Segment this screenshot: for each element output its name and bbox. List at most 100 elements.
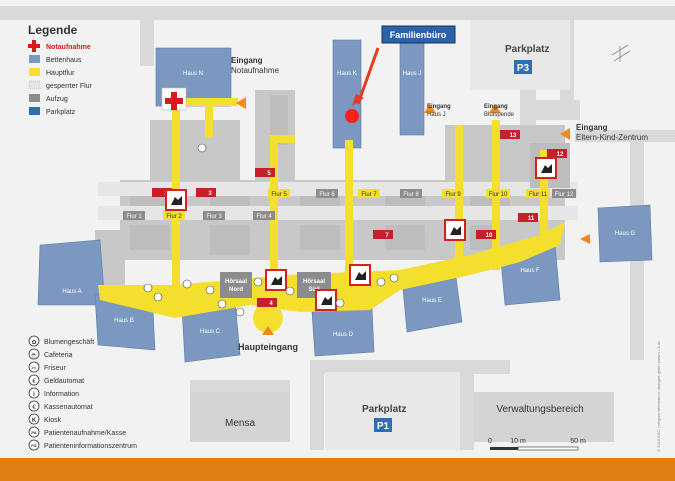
legend-gesperrt: gesperrter Flur [28, 80, 93, 90]
parking-badge-p3[interactable] [514, 60, 532, 74]
elevator-12[interactable]: 12 [547, 149, 567, 158]
scale-zero: 0 [488, 438, 492, 445]
info-icon [28, 387, 40, 399]
floor-12[interactable]: Flur 12 [552, 189, 576, 198]
entrance-arrow-g [580, 234, 590, 244]
elevator-3[interactable]: 3 [196, 188, 216, 197]
family-marker-2[interactable] [265, 269, 287, 291]
svg-text:Flur 6: Flur 6 [319, 192, 335, 198]
symbol-cafeteria: ☕ Cafeteria [28, 348, 73, 360]
elevator-badges: 2 3 4 5 7 10 11 12 13 [152, 130, 567, 307]
legend-title: Legende [28, 23, 78, 37]
admission-icon [28, 426, 40, 438]
label-house-n: Haus N [183, 71, 203, 77]
house-labels: Haus N Haus K Haus J Haus A Haus B Haus … [62, 71, 635, 338]
cash-machine-icon [28, 400, 40, 412]
hall-nord-line2: Nord [229, 287, 243, 293]
entrance-hausj-sub: Haus J [427, 112, 446, 118]
footer-bar [0, 458, 675, 481]
parking-area-p3 [470, 20, 570, 90]
scale-bar: 0 10 m 50 m [488, 438, 586, 451]
red-cross-icon [165, 92, 183, 110]
svg-text:Flur 4: Flur 4 [256, 214, 272, 220]
elevator-13[interactable]: 13 [500, 130, 520, 139]
main-entrance-hub [253, 303, 283, 333]
svg-text:Flur 2: Flur 2 [166, 214, 182, 220]
hall-sued-line2: Süd [308, 287, 320, 293]
familienbuero-marker[interactable] [345, 109, 359, 123]
floor-8[interactable]: Flur 8 [400, 189, 422, 198]
elevator-4[interactable]: 4 [257, 298, 277, 307]
elevator-11[interactable]: 11 [518, 213, 538, 222]
legend-aufzug: Aufzug [29, 94, 68, 103]
entrance-notaufnahme-title: Eingang [231, 56, 263, 65]
svg-text:Friseur: Friseur [44, 365, 66, 372]
place-mensa: Mensa [225, 418, 255, 429]
label-house-a: Haus A [62, 289, 81, 295]
entrance-markers [236, 97, 590, 335]
legend-parkplatz: Parkplatz [29, 107, 76, 116]
floor-10[interactable]: Flur 10 [486, 189, 510, 198]
entrance-notaufnahme-sub: Notaufnahme [231, 66, 280, 75]
floor-7[interactable]: Flur 7 [358, 189, 380, 198]
svg-text:Aufzug: Aufzug [46, 96, 68, 103]
family-marker-5[interactable] [444, 219, 466, 241]
svg-text:Flur 11: Flur 11 [529, 192, 548, 198]
familienbuero-callout[interactable] [381, 25, 456, 44]
svg-text:✂: ✂ [31, 366, 36, 372]
floor-labels: Flur 1 Flur 2 Flur 3 Flur 4 Flur 5 Flur … [123, 189, 576, 220]
label-house-g: Haus G [615, 231, 636, 237]
svg-text:3: 3 [208, 191, 212, 197]
svg-text:€: € [32, 405, 36, 411]
family-marker-1[interactable] [165, 189, 187, 211]
parking-badge-p1[interactable] [374, 418, 392, 432]
family-marker-3[interactable] [349, 264, 371, 286]
floor-9[interactable]: Flur 9 [442, 189, 464, 198]
svg-text:11: 11 [528, 216, 535, 222]
parking-label-top: Parkplatz [505, 44, 549, 55]
svg-text:✿: ✿ [31, 339, 36, 346]
svg-text:Flur 1: Flur 1 [126, 214, 142, 220]
house-k [332, 39, 362, 149]
parking-label-bottom: Parkplatz [362, 404, 406, 415]
family-marker-6[interactable] [535, 157, 557, 179]
floor-6[interactable]: Flur 6 [316, 189, 338, 198]
flower-icon [28, 335, 40, 347]
label-house-j: Haus J [403, 71, 422, 77]
svg-text:Information: Information [44, 391, 79, 398]
parking-icon [29, 107, 40, 115]
svg-text:7: 7 [385, 233, 389, 239]
svg-text:4: 4 [269, 301, 273, 307]
piz-icon [28, 439, 40, 451]
svg-text:Notaufnahme: Notaufnahme [46, 44, 91, 51]
elevator-7[interactable]: 7 [373, 230, 393, 239]
family-marker-4[interactable] [315, 289, 337, 311]
svg-text:Kiosk: Kiosk [44, 417, 62, 424]
floor-3[interactable]: Flur 3 [203, 211, 225, 220]
north-arrow-icon [611, 44, 631, 62]
svg-text:Flur 10: Flur 10 [489, 192, 508, 198]
parking-code-p3: P3 [517, 63, 530, 74]
verwaltung-building [474, 392, 614, 442]
floor-2[interactable]: Flur 2 [163, 211, 185, 220]
entrance-blut-title: Eingang [484, 104, 508, 110]
svg-text:i: i [33, 392, 35, 398]
svg-text:Flur 7: Flur 7 [361, 192, 377, 198]
floor-1[interactable]: Flur 1 [123, 211, 145, 220]
elevator-5[interactable]: 5 [255, 168, 275, 177]
elevator-10[interactable]: 10 [476, 230, 496, 239]
atm-icon [28, 374, 40, 386]
svg-text:PA: PA [31, 430, 36, 435]
legend-cross-icon [28, 40, 40, 52]
legend-entries: Notaufnahme Bettenhaus Hauptflur gesperr… [28, 40, 93, 116]
cafeteria-icon [28, 348, 40, 360]
floor-11[interactable]: Flur 11 [526, 189, 550, 198]
service-dots [143, 143, 399, 317]
symbol-blumen: ✿ Blumengeschäft [28, 335, 94, 347]
floor-5[interactable]: Flur 5 [268, 189, 290, 198]
entrance-eltern-sub: Eltern-Kind-Zentrum [576, 133, 648, 142]
house-g [597, 204, 653, 263]
floor-4[interactable]: Flur 4 [253, 211, 275, 220]
legend-notaufnahme: Notaufnahme [28, 40, 91, 52]
